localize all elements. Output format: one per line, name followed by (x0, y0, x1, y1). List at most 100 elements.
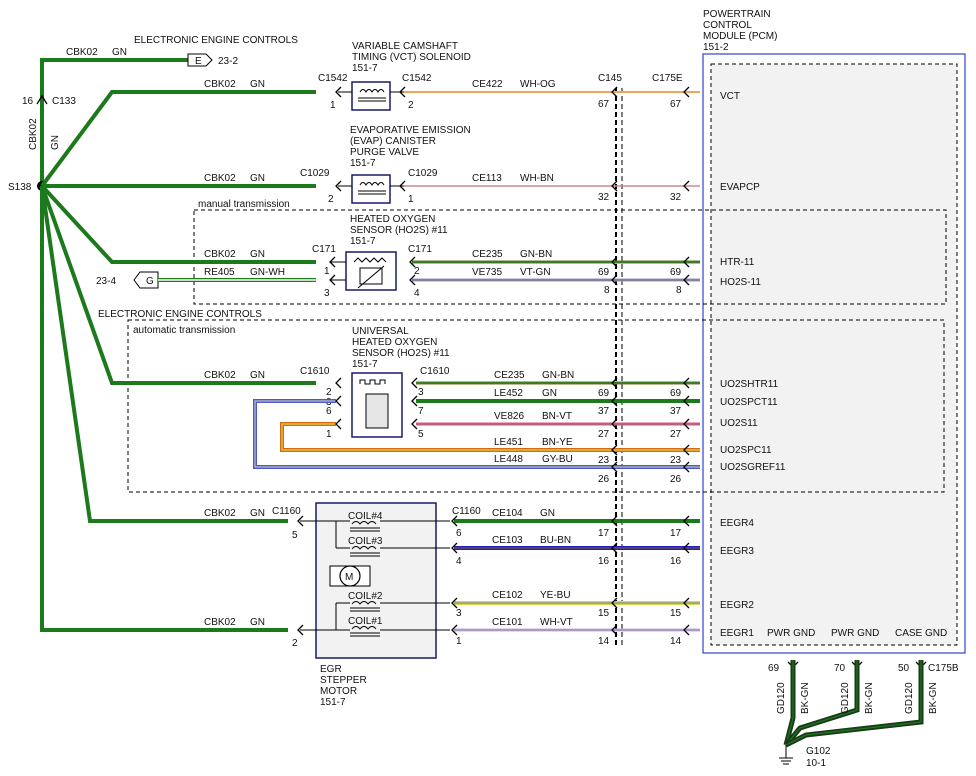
ce101-color: WH-VT (540, 617, 573, 628)
ve826-circuit: VE826 (494, 411, 524, 422)
c133-label: C133 (52, 96, 76, 107)
pcm-pin-uo2s11: UO2S11 (720, 418, 758, 429)
upct-c145-pin: 37 (598, 406, 610, 417)
wire-le448 (253, 399, 700, 469)
evap-left-color: GN (250, 173, 265, 184)
trunk-vertical (40, 58, 188, 186)
wire-to-egr-5 (40, 185, 288, 523)
le451-circuit: LE451 (494, 437, 523, 448)
pcm-pin-eegr2: EEGR2 (720, 600, 754, 611)
connector-chevron-icon (411, 418, 418, 430)
g-connector-letter: G (146, 276, 154, 287)
e-connector-ref: 23-2 (218, 56, 238, 67)
egr-internal-bottom (300, 602, 450, 631)
trunk-vert-color: GN (50, 135, 61, 150)
manual-transmission-label: manual transmission (198, 199, 290, 210)
uho2s-pin-r1: 3 (418, 387, 424, 398)
automatic-transmission-label: automatic transmission (133, 325, 235, 336)
c175b-label: C175B (928, 663, 959, 674)
connector-chevron-icon (451, 515, 458, 527)
ho2s-title-1: HEATED OXYGEN (350, 214, 435, 225)
egr-pin-r2: 3 (456, 608, 462, 619)
egr-internal-top (300, 520, 450, 549)
connector-chevron-icon (335, 86, 342, 98)
connector-chevron-icon (683, 444, 690, 456)
vct-title-1: VARIABLE CAMSHAFT (352, 41, 458, 52)
ce235-color: GN-BN (520, 249, 552, 260)
eegr4-c145-pin: 17 (598, 528, 610, 539)
evap-pcm-pin: 32 (670, 192, 682, 203)
coil1-label: COIL#1 (348, 616, 383, 627)
coil3-label: COIL#3 (348, 536, 383, 547)
egr-title-2: STEPPER (320, 675, 367, 686)
egr2-left-color: GN (250, 617, 265, 628)
c171-left-label: C171 (312, 244, 336, 255)
connector-chevron-icon (411, 377, 418, 389)
gnd2-circuit: GD120 (840, 682, 851, 714)
connector-chevron-icon (683, 377, 690, 389)
evap-title-2: (EVAP) CANISTER (350, 136, 436, 147)
trunk-top-color: GN (112, 47, 127, 58)
connector-chevron-icon (611, 542, 618, 554)
upc-c145-pin: 23 (598, 455, 610, 466)
egr-pin-r4: 6 (456, 528, 462, 539)
connector-chevron-icon (451, 624, 458, 636)
us-pcm-pin: 27 (670, 429, 682, 440)
manual-transmission-region (193, 209, 947, 305)
egr5-left-circuit: CBK02 (204, 508, 236, 519)
connector-chevron-icon (611, 515, 618, 527)
ho2s-pin-l2: 3 (324, 288, 330, 299)
connector-chevron-icon (683, 256, 690, 268)
ce102-color: YE-BU (540, 590, 571, 601)
connector-chevron-icon (683, 274, 690, 286)
pcm-pin-vct: VCT (720, 91, 740, 102)
uhtr-pcm-pin: 69 (670, 388, 682, 399)
connector-chevron-icon (683, 180, 690, 192)
vct-title-2: TIMING (VCT) SOLENOID (352, 52, 471, 63)
uhtr-c145-pin: 69 (598, 388, 610, 399)
connector-chevron-icon (683, 624, 690, 636)
uho2s-title-1: UNIVERSAL (352, 326, 409, 337)
connector-chevron-icon (409, 256, 416, 268)
gnd1-color: BK-GN (800, 682, 811, 714)
gnd-pin-69: 69 (768, 663, 780, 674)
ugref-c145-pin: 26 (598, 474, 610, 485)
pcm-pin-uo2shtr11: UO2SHTR11 (720, 379, 779, 390)
pcm-title-4: 151-2 (703, 42, 729, 53)
evap-c145-pin: 32 (598, 192, 610, 203)
eegr2-c145-pin: 15 (598, 608, 610, 619)
connector-chevron-icon (611, 180, 618, 192)
connector-chevron-icon (335, 395, 342, 407)
ho2s-diagonal-icon (357, 265, 385, 289)
wire-to-htr (40, 184, 316, 264)
c145-pin-numbers: 67 67 32 32 69 69 8 8 69 69 37 37 27 27 … (598, 99, 682, 647)
egr-title-3: MOTOR (320, 686, 357, 697)
uho2s-title-2: HEATED OXYGEN (352, 337, 437, 348)
connector-chevron-icon (335, 418, 342, 430)
c1029-right-label: C1029 (408, 168, 438, 179)
wire-to-vct (40, 90, 316, 188)
connector-chevron-icon (297, 624, 304, 636)
c1610-right-label: C1610 (420, 366, 450, 377)
ce104-circuit: CE104 (492, 508, 523, 519)
pcm-pin-eegr4: EEGR4 (720, 518, 754, 529)
vct-pin-right: 2 (408, 100, 414, 111)
gnd-pin-50: 50 (898, 663, 910, 674)
pcm-pin-htr11: HTR-11 (720, 257, 755, 268)
pcm-pin-eegr1: EEGR1 (720, 628, 754, 639)
gnd2-color: BK-GN (864, 682, 875, 714)
connector-chevron-icon (683, 418, 690, 430)
connector-chevron-icon (335, 180, 342, 192)
egr5-left-color: GN (250, 508, 265, 519)
ce104-color: GN (540, 508, 555, 519)
uho2s-pin-r3: 5 (418, 429, 424, 440)
vct-left-color: GN (250, 79, 265, 90)
g102-label: G102 (806, 746, 831, 757)
c133-arrow-icon (36, 94, 48, 105)
ugref-pcm-pin: 26 (670, 474, 682, 485)
ground-symbol-icon (779, 757, 793, 765)
trunk-vert-circuit: CBK02 (28, 118, 39, 150)
c133-pin: 16 (22, 96, 34, 107)
connector-chevron-icon (411, 395, 418, 407)
htr-c145-pin: 69 (598, 267, 610, 278)
